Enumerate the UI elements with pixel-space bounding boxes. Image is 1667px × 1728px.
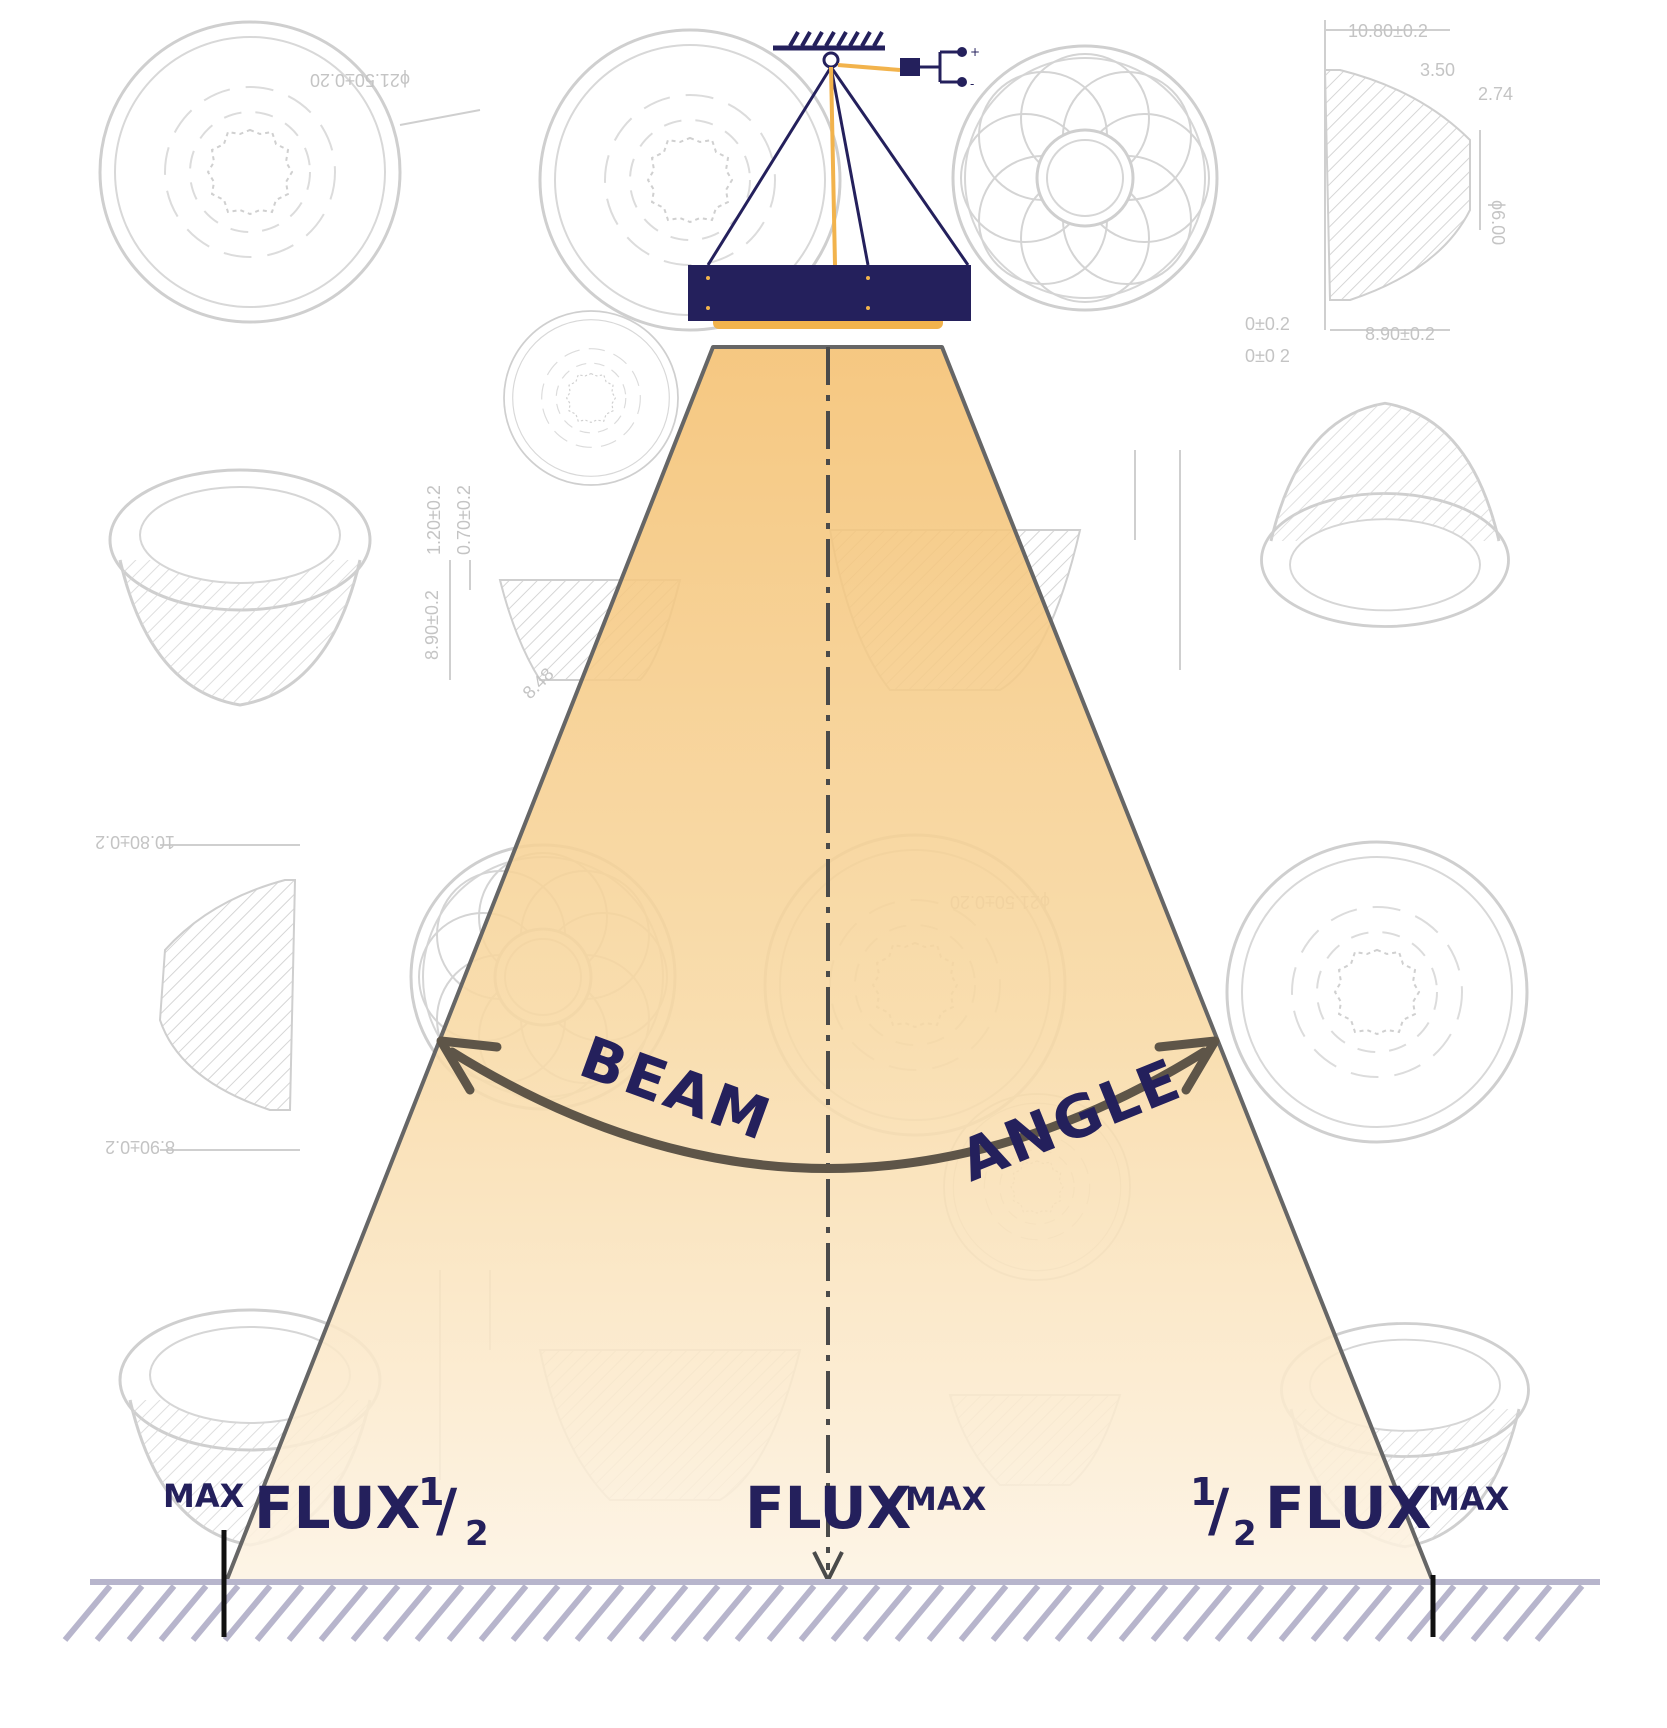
lens-top-view-sketch	[98, 20, 402, 324]
lens-small-top-sketch	[503, 310, 679, 486]
ground-hatch-line	[958, 1584, 1009, 1642]
ground-hatch-line	[542, 1584, 593, 1642]
ground-hatch-line	[830, 1584, 881, 1642]
ground-hatch-line	[286, 1584, 337, 1642]
lens-top-view-sketch	[1225, 840, 1529, 1144]
ground-hatch-line	[478, 1584, 529, 1642]
left-max-superscript: MAX	[163, 1477, 245, 1515]
ground-hatch-line	[190, 1584, 241, 1642]
dimension-label: 0.70±0.2	[454, 485, 474, 555]
ground-hatch-line	[94, 1584, 145, 1642]
dimension-label: 8.90±0.2	[422, 590, 442, 660]
center-max-flux-label: FLUX MAX	[745, 1474, 987, 1542]
power-terminals: + -	[837, 45, 980, 91]
ground-hatch-line	[606, 1584, 657, 1642]
ground-hatch-line	[510, 1584, 561, 1642]
ground-hatch-line	[1374, 1584, 1425, 1642]
ground-hatch-line	[1086, 1584, 1137, 1642]
center-max-superscript: MAX	[905, 1480, 987, 1518]
ground-hatch-line	[222, 1584, 273, 1642]
ground-hatch-line	[574, 1584, 625, 1642]
right-fraction-denominator: 2	[1233, 1514, 1257, 1554]
ground-hatch-line	[1342, 1584, 1393, 1642]
dimension-label: ϕ21.50±0.20	[310, 70, 410, 90]
ground-hatch-line	[446, 1584, 497, 1642]
ground-hatch-line	[1246, 1584, 1297, 1642]
ground-hatch-line	[126, 1584, 177, 1642]
ground-hatch-line	[1310, 1584, 1361, 1642]
left-half-flux-label: MAX FLUX 1 / 2	[163, 1470, 489, 1554]
ground-hatch-line	[670, 1584, 721, 1642]
ground-hatch-line	[926, 1584, 977, 1642]
power-cable	[829, 66, 837, 266]
ground-hatch-line	[158, 1584, 209, 1642]
suspension-wires	[706, 66, 970, 266]
lens-mesh-view-sketch	[951, 44, 1219, 312]
ground-hatch-line	[1054, 1584, 1105, 1642]
left-fraction-slash: /	[436, 1476, 458, 1544]
terminal-plus-label: +	[970, 45, 980, 59]
right-fraction-numerator: 1	[1190, 1470, 1216, 1514]
terminal-minus-label: -	[970, 77, 974, 91]
dimension-label: 0±0.2	[1245, 314, 1290, 334]
ground-hatch-line	[862, 1584, 913, 1642]
right-fraction-slash: /	[1208, 1476, 1230, 1544]
center-flux-text: FLUX	[745, 1474, 911, 1542]
ground-hatch-line	[734, 1584, 785, 1642]
ground-hatch-line	[1534, 1584, 1585, 1642]
dimension-label: 10.80±0.2	[1348, 21, 1428, 41]
ground-hatch-line	[1438, 1584, 1489, 1642]
left-fraction-numerator: 1	[418, 1470, 444, 1514]
ground-hatch-line	[1470, 1584, 1521, 1642]
left-fraction-denominator: 2	[465, 1514, 489, 1554]
luminaire-fixture	[688, 265, 971, 329]
arc-arrow-left-icon	[436, 1036, 502, 1095]
right-max-superscript: MAX	[1428, 1480, 1510, 1518]
arc-arrow-right-icon	[1154, 1036, 1220, 1095]
ground-hatch-line	[318, 1584, 369, 1642]
ground-hatch-line	[638, 1584, 689, 1642]
lens-profile-sketch	[1323, 69, 1471, 301]
dimension-label: 10.80±0.2	[95, 832, 175, 852]
ground-hatch-line	[798, 1584, 849, 1642]
ground-hatch-line	[1502, 1584, 1553, 1642]
ground-hatch-line	[990, 1584, 1041, 1642]
dimension-label: 1.20±0.2	[424, 485, 444, 555]
ground-hatch-line	[766, 1584, 817, 1642]
dimension-label: ϕ6.00	[1488, 200, 1508, 245]
beam-angle-arc	[447, 1047, 1209, 1173]
dimension-label: 0±0 2	[1245, 346, 1290, 366]
ground-hatch-line	[1118, 1584, 1169, 1642]
lens-profile-sketch	[158, 879, 297, 1111]
ground-hatch-line	[1022, 1584, 1073, 1642]
right-flux-text: FLUX	[1265, 1474, 1431, 1542]
ground-hatch-line	[1182, 1584, 1233, 1642]
ground-surface	[62, 1579, 1600, 1642]
right-half-flux-label: 1 / 2 FLUX MAX	[1190, 1470, 1510, 1554]
ground-hatch-line	[382, 1584, 433, 1642]
ground-hatch-line	[414, 1584, 465, 1642]
ground-hatch-line	[350, 1584, 401, 1642]
ground-hatch-line	[1150, 1584, 1201, 1642]
lens-dome-sketch	[1260, 401, 1510, 628]
ground-hatch-line	[254, 1584, 305, 1642]
lens-dome-sketch	[108, 468, 372, 707]
ground-hatch-line	[1214, 1584, 1265, 1642]
ground-hatch-line	[62, 1584, 113, 1642]
ground-hatch-line	[894, 1584, 945, 1642]
ground-hatch-line	[1278, 1584, 1329, 1642]
ceiling-mount	[773, 31, 885, 69]
dimension-label: 2.74	[1478, 84, 1513, 104]
dimension-label: 8.90±0.2	[105, 1137, 175, 1157]
left-flux-text: FLUX	[254, 1474, 420, 1542]
ground-hatch-line	[702, 1584, 753, 1642]
dimension-label: 3.50	[1420, 60, 1455, 80]
dimension-label: 8.90±0.2	[1365, 324, 1435, 344]
